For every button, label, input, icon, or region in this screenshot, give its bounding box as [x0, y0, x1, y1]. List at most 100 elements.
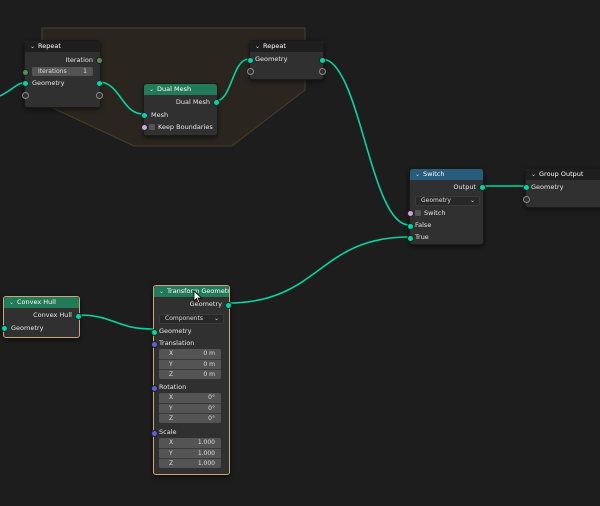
mesh-label: Mesh	[151, 111, 169, 119]
chevron-down-icon[interactable]: ⌄	[159, 288, 165, 295]
geometry-input-socket[interactable]	[22, 80, 29, 87]
repeat-input-header[interactable]: ⌄Repeat	[25, 41, 100, 52]
scale-label: Scale	[159, 428, 177, 436]
axis-value: 0°	[208, 405, 215, 412]
chevron-down-icon[interactable]: ⌄	[30, 43, 36, 50]
mesh-input-socket[interactable]	[141, 112, 148, 119]
group-output-node[interactable]: ⌄Group Output Geometry	[523, 168, 600, 208]
geometry-input-socket[interactable]	[247, 57, 254, 64]
geometry-label: Geometry	[255, 55, 288, 63]
axis-label: Y	[169, 405, 173, 412]
empty-input-socket[interactable]	[247, 68, 254, 75]
output-label: Output	[453, 183, 476, 191]
geometry-output-label: Geometry	[189, 300, 222, 308]
switch-node[interactable]: ⌄Switch Output Geometry⌄ Switch False Tr…	[407, 168, 486, 245]
empty-output-socket[interactable]	[96, 92, 103, 99]
chevron-down-icon[interactable]: ⌄	[255, 43, 261, 50]
iterations-label: Iterations	[38, 68, 67, 75]
convex-hull-node[interactable]: ⌄Convex Hull Convex Hull Geometry	[1, 296, 82, 338]
chevron-down-icon: ⌄	[213, 315, 219, 322]
axis-label: Z	[169, 371, 174, 378]
dual-mesh-node[interactable]: ⌄Dual Mesh Dual Mesh Mesh Keep Boundarie…	[141, 83, 220, 136]
keep-boundaries-checkbox[interactable]	[149, 124, 155, 130]
switch-input-socket[interactable]	[407, 210, 414, 217]
axis-label: Y	[169, 361, 173, 368]
rotation-y-field[interactable]: Y 0°	[159, 403, 221, 413]
geometry-label: Geometry	[32, 79, 65, 87]
transform-geometry-header[interactable]: ⌄Transform Geometry	[154, 286, 229, 297]
geometry-input-socket[interactable]	[523, 184, 530, 191]
geometry-output-socket[interactable]	[319, 57, 326, 64]
axis-value: 1.000	[197, 460, 215, 467]
axis-value: 1.000	[197, 450, 215, 457]
iterations-input-socket[interactable]	[22, 69, 29, 76]
chevron-down-icon[interactable]: ⌄	[149, 86, 155, 93]
switch-header[interactable]: ⌄Switch	[410, 169, 483, 180]
convex-hull-header[interactable]: ⌄Convex Hull	[4, 297, 79, 308]
switch-label: Switch	[424, 209, 446, 217]
translation-input-socket[interactable]	[151, 341, 158, 348]
geometry-label: Geometry	[159, 327, 192, 335]
geometry-input-socket[interactable]	[1, 325, 8, 332]
iteration-output-socket[interactable]	[96, 57, 103, 64]
geometry-input-socket[interactable]	[151, 329, 158, 336]
switch-checkbox[interactable]	[415, 210, 421, 216]
chevron-down-icon: ⌄	[469, 197, 475, 204]
transform-mode-value: Components	[165, 315, 203, 322]
node-title: Switch	[423, 170, 445, 178]
repeat-input-node[interactable]: ⌄Repeat Iteration Iterations 1 Geometry	[22, 40, 103, 108]
axis-label: Y	[169, 450, 173, 457]
scale-input-socket[interactable]	[151, 430, 158, 437]
link-repeat-to-dualmesh	[98, 81, 144, 115]
rotation-input-socket[interactable]	[151, 385, 158, 392]
output-socket[interactable]	[479, 184, 486, 191]
axis-value: 0°	[208, 415, 215, 422]
group-output-header[interactable]: ⌄Group Output	[526, 169, 600, 180]
iterations-value: 1	[83, 68, 87, 75]
repeat-output-node[interactable]: ⌄Repeat Geometry	[247, 40, 326, 80]
repeat-output-header[interactable]: ⌄Repeat	[250, 41, 323, 52]
keep-boundaries-socket[interactable]	[141, 124, 148, 131]
switch-type-value: Geometry	[421, 197, 451, 204]
iterations-field[interactable]: Iterations 1	[32, 67, 93, 76]
geometry-output-socket[interactable]	[96, 80, 103, 87]
empty-input-socket[interactable]	[22, 92, 29, 99]
scale-y-field[interactable]: Y 1.000	[159, 448, 221, 458]
transform-geometry-node[interactable]: ⌄Transform Geometry Geometry Components ⌄…	[151, 285, 232, 475]
mouse-pointer-icon	[193, 290, 203, 304]
axis-label: X	[169, 394, 174, 401]
true-input-socket[interactable]	[407, 235, 414, 242]
empty-input-socket[interactable]	[523, 196, 530, 203]
node-title: Repeat	[38, 42, 61, 50]
geometry-output-socket[interactable]	[225, 302, 232, 309]
dual-mesh-output-socket[interactable]	[213, 99, 220, 106]
empty-output-socket[interactable]	[319, 68, 326, 75]
axis-value: 1.000	[197, 439, 215, 446]
false-label: False	[415, 221, 432, 229]
geometry-label: Geometry	[531, 183, 564, 191]
false-input-socket[interactable]	[407, 223, 414, 230]
switch-type-dropdown[interactable]: Geometry ⌄	[415, 196, 480, 206]
axis-value: 0 m	[203, 350, 215, 357]
node-title: Dual Mesh	[157, 85, 192, 93]
chevron-down-icon[interactable]: ⌄	[531, 171, 537, 178]
iteration-output-label: Iteration	[65, 56, 93, 64]
transform-mode-dropdown[interactable]: Components ⌄	[159, 314, 224, 324]
convex-hull-output-socket[interactable]	[75, 313, 82, 320]
dual-mesh-output-label: Dual Mesh	[175, 98, 210, 106]
chevron-down-icon[interactable]: ⌄	[9, 299, 15, 306]
chevron-down-icon[interactable]: ⌄	[415, 171, 421, 178]
rotation-label: Rotation	[159, 383, 187, 391]
dual-mesh-header[interactable]: ⌄Dual Mesh	[144, 84, 217, 95]
